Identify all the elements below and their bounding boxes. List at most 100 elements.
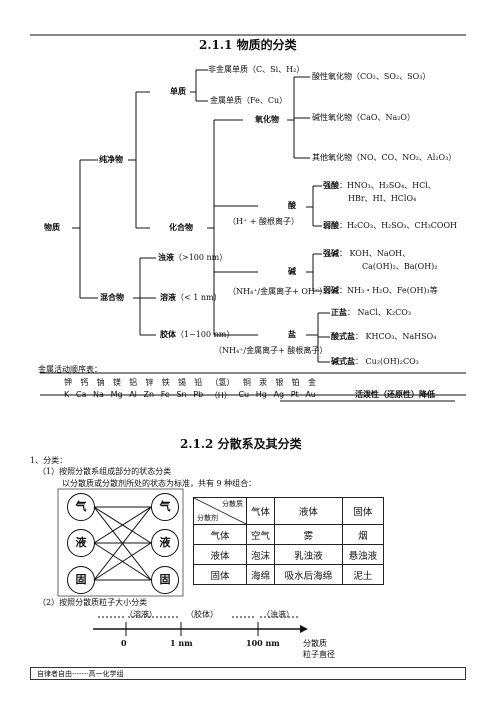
activity-metal-name: 铂 <box>291 378 300 387</box>
table-cell: 泡沫 <box>246 544 275 565</box>
strong-acid-label: 强酸 <box>323 180 339 190</box>
column-header: 固体 <box>341 497 385 525</box>
activity-metal-symbol: Ag <box>273 390 285 399</box>
table-cell: 空气 <box>246 524 275 545</box>
table-cell: 悬浊液 <box>341 544 385 565</box>
activity-metal-symbol: Pt <box>290 390 299 399</box>
page-footer: 自律者自由-------高一化学组 <box>30 667 466 680</box>
corner-disperse-phase: 分散质 <box>222 500 243 508</box>
node-suspension: 浊液（>100 nm） <box>158 252 227 263</box>
circle-solid-left: 固 <box>67 566 95 594</box>
weak-acid-label: 弱酸 <box>323 220 339 230</box>
table-row: 固体 海绵 吸水后海绵 泥土 <box>193 564 385 585</box>
scale-colloid-label: （胶体） <box>186 610 218 619</box>
activity-metal-name: （氢） <box>210 378 235 387</box>
activity-metal-symbol: Na <box>93 390 104 399</box>
strong-base-label: 强碱 <box>323 248 339 258</box>
activity-metal-symbol: K <box>64 390 70 399</box>
solution-range: （< 1 nm） <box>176 293 222 302</box>
activity-metal-name: 钠 <box>96 378 105 387</box>
activity-metal-name: 锡 <box>177 378 186 387</box>
circle-gas-right: 气 <box>151 493 179 521</box>
activity-metal-name: 钙 <box>80 378 89 387</box>
colloid-label: 胶体 <box>160 329 176 339</box>
row-header: 液体 <box>193 544 247 565</box>
normal-salt-label: 正盐 <box>331 307 347 317</box>
node-mixture: 混合物 <box>100 292 124 302</box>
node-matter: 物质 <box>44 222 60 232</box>
scale-solution-label: （溶液） <box>125 610 157 619</box>
activity-metal-name: 锌 <box>145 378 154 387</box>
item-by-size: （2）按照分散质粒子大小分类 <box>38 598 148 607</box>
section-title-dispersion: 2.1.2 分散系及其分类 <box>180 437 302 451</box>
table-cell: 吸水后海绵 <box>273 564 343 585</box>
basic-salt: 碱式盐： Cu₂(OH)₂CO₃ <box>331 356 419 367</box>
section-title-classification: 2.1.1 物质的分类 <box>199 38 297 52</box>
acid-salt: 酸式盐： KHCO₃、NaHSO₄ <box>331 331 436 342</box>
activity-metal-name: 钾 <box>64 378 72 387</box>
row-header: 固体 <box>193 564 247 585</box>
column-header: 液体 <box>273 497 343 525</box>
scale-axis-label-1: 分散质 <box>303 639 327 648</box>
table-row: 液体 泡沫 乳浊液 悬浊液 <box>193 544 385 565</box>
node-basic-oxide: 碱性氧化物（CaO、Na₂O） <box>312 113 415 122</box>
circle-solid-right: 固 <box>151 566 179 594</box>
strong-acid-list-2: HBr、HI、HClO₄ <box>348 194 417 203</box>
node-base: 碱 <box>288 266 296 276</box>
weak-base-list: ：NH₃・H₂O、Fe(OH)₃等 <box>339 286 438 295</box>
strong-base-list-1: ： KOH、NaOH、 <box>339 249 411 258</box>
item-by-state: （1）按照分散系组成部分的状态分类 <box>38 467 172 476</box>
table-cell: 乳浊液 <box>273 544 343 565</box>
strong-acid-list-1: ：HNO₃、H₂SO₄、HCl、 <box>339 181 436 190</box>
activity-metal-name: 铅 <box>194 378 203 387</box>
item-by-state-desc: 以分散质或分散剂所处的状态为标准，共有 9 种组合： <box>62 479 257 488</box>
activity-metal-symbol: Ca <box>75 390 87 399</box>
acid-salt-label: 酸式盐 <box>331 331 355 341</box>
table-cell: 泥土 <box>341 564 385 585</box>
salt-definition: （NH₄⁺/金属离子+ 酸根离子） <box>214 346 328 355</box>
activity-metal-symbol: Cu <box>238 390 250 399</box>
scale-axis-label-2: 粒子直径 <box>303 650 335 659</box>
node-colloid: 胶体（1~100 nm） <box>160 329 234 340</box>
activity-metal-name: 银 <box>275 378 284 387</box>
basic-salt-list: ： Cu₂(OH)₂CO₃ <box>355 357 419 366</box>
table-cell: 烟 <box>341 524 385 545</box>
corner-dispersion-medium: 分散剂 <box>197 514 218 522</box>
activity-metal-symbol: Hg <box>255 390 267 399</box>
node-element: 单质 <box>170 86 186 96</box>
node-acid: 酸 <box>288 200 296 210</box>
table-cell: 海绵 <box>246 564 275 585</box>
base-definition: （NH₄⁺/金属离子+ OH⁻） <box>228 287 328 296</box>
table-cell: 雾 <box>273 524 343 545</box>
table-header-row: 分散质 分散剂 气体 液体 固体 <box>193 497 385 525</box>
node-metal-element: 金属单质（Fe、Cu） <box>210 96 288 105</box>
suspension-label: 浊液 <box>158 252 174 262</box>
table-corner-cell: 分散质 分散剂 <box>193 497 247 525</box>
strong-acid: 强酸：HNO₃、H₂SO₄、HCl、 <box>323 180 436 191</box>
activity-metal-name: 铝 <box>129 378 138 387</box>
normal-salt-list: ： NaCl、K₂CO₃ <box>347 308 412 317</box>
acid-salt-list: ： KHCO₃、NaHSO₄ <box>355 332 437 341</box>
column-header: 气体 <box>246 497 275 525</box>
activity-metal-symbol: Al <box>129 390 137 399</box>
suspension-range: （>100 nm） <box>174 253 228 262</box>
scale-tick-100nm: 100 nm <box>246 638 280 648</box>
activity-metal-name: 镁 <box>112 378 121 387</box>
weak-acid: 弱酸：H₂CO₃、H₂SO₃、CH₃COOH <box>323 220 457 231</box>
node-oxide: 氧化物 <box>255 114 279 124</box>
weak-acid-list: ：H₂CO₃、H₂SO₃、CH₃COOH <box>339 221 458 230</box>
activity-chinese-row: 钾钙钠镁铝锌铁锡铅（氢）铜汞银铂金 <box>64 377 316 388</box>
node-nonmetal-element: 非金属单质（C、Si、H₂） <box>208 65 305 74</box>
node-solution: 溶液（< 1 nm） <box>160 292 222 303</box>
row-header: 气体 <box>193 524 247 545</box>
scale-tick-1nm: 1 nm <box>170 638 193 648</box>
dispersion-table: 分散质 分散剂 气体 液体 固体 气体 空气 雾 烟 液体 泡沫 乳浊液 悬浊液… <box>193 497 385 585</box>
circle-liquid-right: 液 <box>151 529 179 557</box>
scale-suspension-label: （浊液） <box>262 610 294 619</box>
activity-metal-symbol: Pb <box>193 390 204 399</box>
solution-label: 溶液 <box>160 292 176 302</box>
activity-metal-symbol: Zn <box>143 390 155 399</box>
node-salt: 盐 <box>288 329 296 339</box>
